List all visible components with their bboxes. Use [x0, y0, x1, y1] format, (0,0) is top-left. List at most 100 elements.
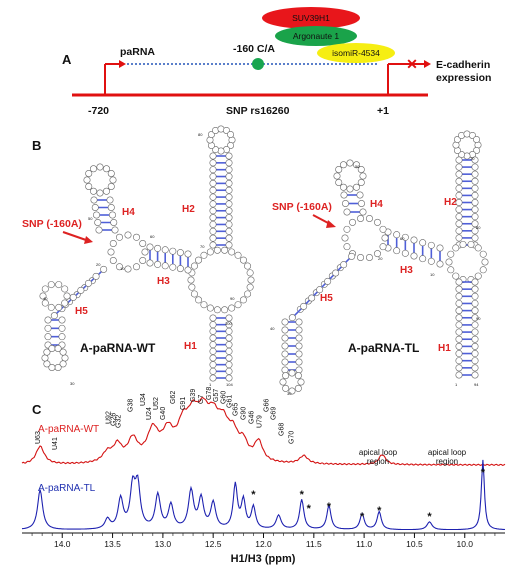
star-marker: *: [300, 489, 305, 501]
nucleotide: [288, 314, 296, 322]
nucleotide: [346, 159, 354, 167]
nucleotide: [206, 304, 214, 312]
nucleotide: [200, 251, 208, 259]
nucleotide: [225, 179, 233, 187]
nucleotide: [419, 239, 427, 247]
nucleotide: [357, 200, 365, 208]
nucleotide: [225, 341, 233, 349]
nucleotide: [225, 234, 233, 242]
nucleotide: [109, 211, 117, 219]
nucleotide: [100, 265, 108, 273]
peak-label: G65: [232, 403, 239, 416]
suv39h1-pill: [262, 7, 360, 29]
nucleotide: [90, 165, 98, 173]
nucleotide: [479, 250, 487, 258]
nucleotide: [479, 266, 487, 274]
left-arrow-head-icon: [119, 60, 126, 68]
nucleotide: [107, 248, 115, 256]
nucleotide: [281, 326, 289, 334]
nucleotide: [244, 262, 252, 270]
nucleotide: [308, 294, 316, 302]
nucleotide: [335, 166, 343, 174]
nucleotide: [39, 292, 47, 300]
nucleotide: [471, 234, 479, 242]
star-marker: *: [307, 503, 312, 515]
nucleotide: [209, 367, 217, 375]
nucleotide: [365, 215, 373, 223]
nucleotide: [190, 262, 198, 270]
nucleotide: [294, 384, 302, 392]
nucleotide: [90, 187, 98, 195]
nucleotide: [106, 196, 114, 204]
nucleotide: [455, 335, 463, 343]
nucleotide: [455, 206, 463, 214]
nucleotide: [225, 166, 233, 174]
nucleotide: [50, 312, 58, 320]
nucleotide: [455, 177, 463, 185]
peak-label: G46: [248, 411, 255, 424]
block-x-icon: ✕: [406, 56, 418, 72]
nucleotide: [352, 183, 360, 191]
nucleotide: [154, 244, 162, 252]
tl-h1: H1: [438, 343, 451, 354]
peak-label: U34: [140, 393, 147, 406]
nucleotide: [225, 186, 233, 194]
nucleotide: [436, 244, 444, 252]
wt-h4: H4: [122, 207, 135, 218]
peak-label: G66: [264, 399, 271, 412]
nucleotide: [209, 327, 217, 335]
wt-spectrum-trace: [21, 396, 506, 467]
nucleotide: [436, 260, 444, 268]
nucleotide: [169, 247, 177, 255]
tl-h4: H4: [370, 199, 383, 210]
nucleotide: [107, 183, 115, 191]
nucleotide: [55, 281, 63, 289]
nucleotide: [225, 207, 233, 215]
peak-label: U92: [106, 411, 113, 424]
nucleotide: [295, 318, 303, 326]
nucleotide: [195, 296, 203, 304]
nucleotide: [41, 299, 49, 307]
nucleotide: [58, 333, 66, 341]
nucleotide: [343, 208, 351, 216]
nucleotide: [357, 253, 365, 261]
nucleotide: [455, 278, 463, 286]
nucleotide-number: 30: [287, 391, 292, 396]
nucleotide: [139, 240, 147, 248]
nucleotide: [133, 263, 141, 271]
x-tick-label: 12.0: [255, 539, 272, 549]
nucleotide: [471, 335, 479, 343]
nucleotide: [471, 299, 479, 307]
nucleotide: [225, 347, 233, 355]
nucleotide: [471, 364, 479, 372]
nucleotide: [225, 220, 233, 228]
snp-dot: [252, 58, 264, 70]
nucleotide: [227, 131, 235, 139]
nucleotide: [213, 306, 221, 314]
nucleotide: [54, 364, 62, 372]
nucleotide: [324, 277, 332, 285]
nucleotide: [471, 177, 479, 185]
nucleotide: [410, 252, 418, 260]
nucleotide: [281, 350, 289, 358]
nucleotide: [455, 321, 463, 329]
nucleotide: [349, 218, 357, 226]
tl-peak-stars: ********: [251, 467, 485, 523]
isomir-pill: [317, 43, 395, 63]
nucleotide: [471, 199, 479, 207]
nucleotide: [209, 334, 217, 342]
nucleotide: [209, 173, 217, 181]
nucleotide: [455, 342, 463, 350]
nucleotide: [341, 234, 349, 242]
nucleotide-number: 1: [209, 382, 212, 387]
nucleotide: [427, 241, 435, 249]
nucleotide: [59, 360, 67, 368]
nucleotide: [176, 249, 184, 257]
nucleotide: [373, 250, 381, 258]
tl-spectrum-label: A-paRNA-TL: [38, 483, 96, 494]
nucleotide: [294, 372, 302, 380]
nucleotide: [209, 159, 217, 167]
